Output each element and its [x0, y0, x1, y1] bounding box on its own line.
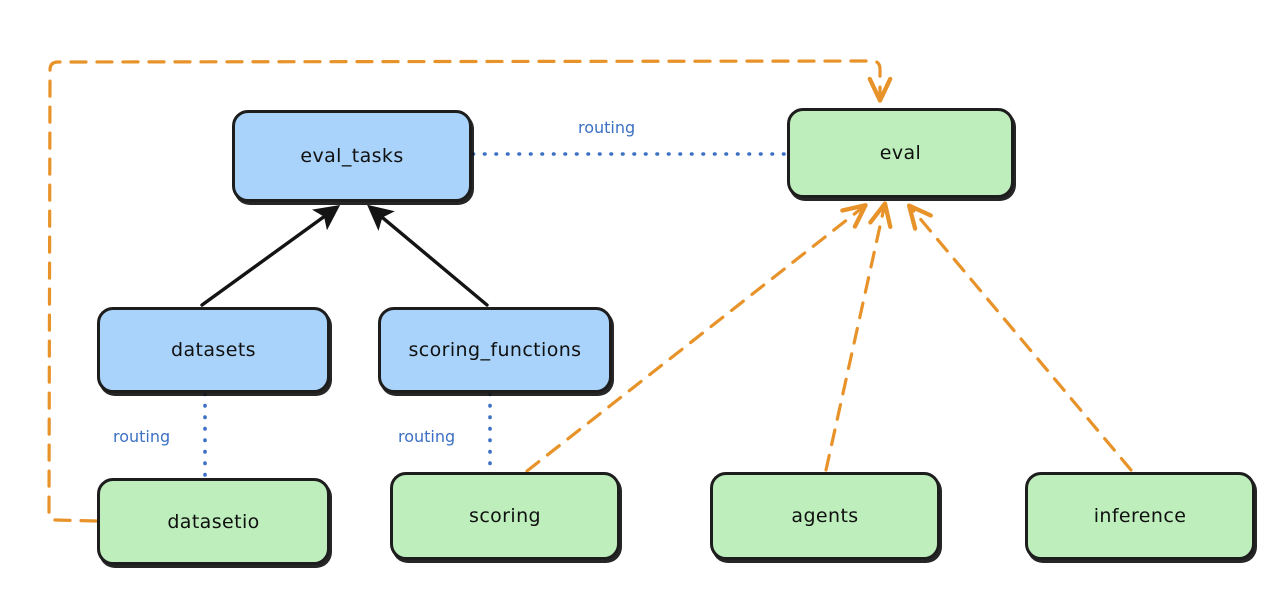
- node-label: agents: [791, 505, 859, 527]
- edge-agents-to-eval: [824, 201, 893, 472]
- edge-scoring_functions-to-eval_tasks: [367, 204, 489, 307]
- node-label: inference: [1093, 505, 1187, 527]
- node-inference[interactable]: inference: [1025, 472, 1255, 560]
- node-eval-tasks[interactable]: eval_tasks: [232, 110, 472, 202]
- node-agents[interactable]: agents: [710, 472, 940, 560]
- edge-label-routing-datasetio: routing: [113, 427, 171, 446]
- edge-label-routing-eval: routing: [578, 118, 636, 137]
- node-label: scoring: [469, 505, 541, 527]
- node-label: eval: [879, 142, 922, 164]
- edge-inference-to-eval: [906, 203, 1133, 472]
- node-eval[interactable]: eval: [787, 108, 1014, 198]
- node-datasets[interactable]: datasets: [97, 307, 330, 393]
- edge-datasets-to-eval_tasks: [200, 205, 341, 307]
- node-datasetio[interactable]: datasetio: [97, 478, 330, 565]
- node-scoring[interactable]: scoring: [390, 472, 620, 560]
- edge-label-routing-scoring: routing: [398, 427, 456, 446]
- node-label: datasetio: [167, 510, 260, 533]
- node-scoring-functions[interactable]: scoring_functions: [378, 307, 612, 393]
- node-label: scoring_functions: [408, 339, 582, 361]
- node-label: eval_tasks: [300, 145, 404, 167]
- node-label: datasets: [171, 339, 256, 361]
